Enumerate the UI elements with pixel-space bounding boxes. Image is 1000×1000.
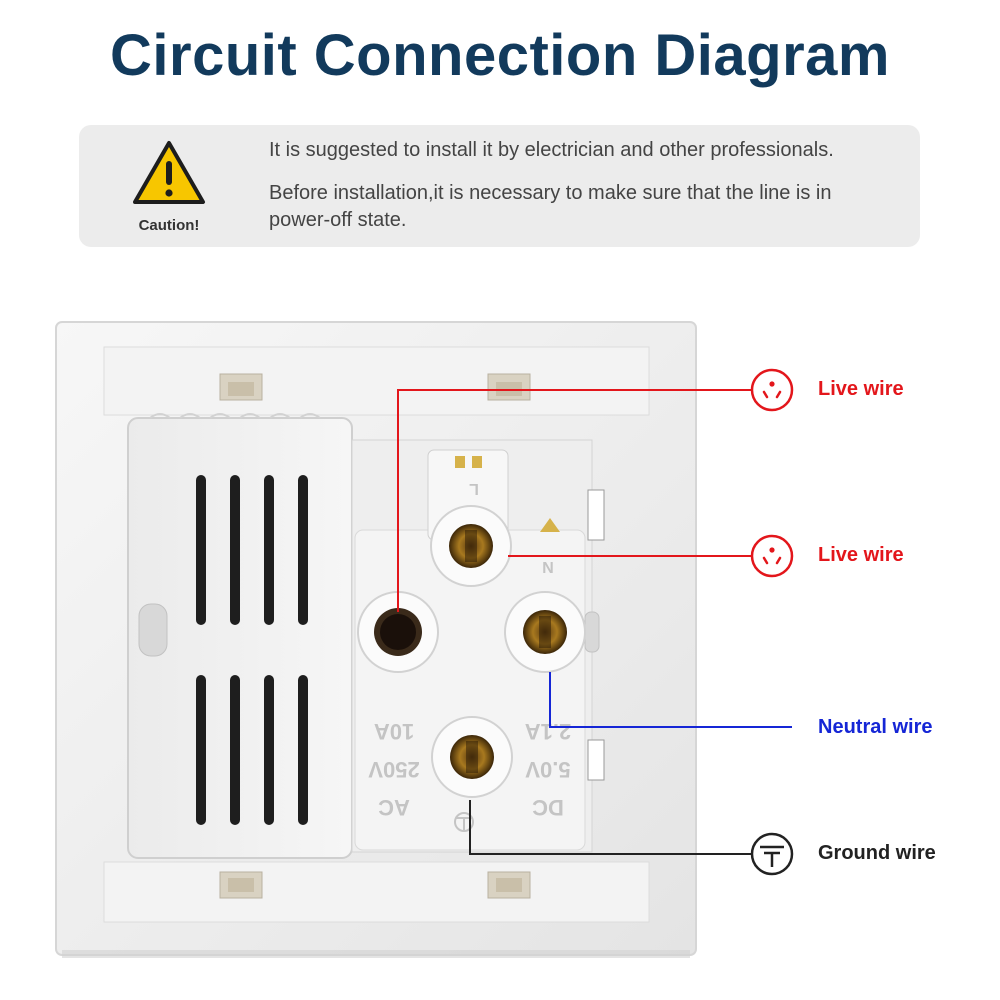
marking-terminal-l: L: [469, 480, 479, 497]
neutral-wire-line: [549, 672, 792, 728]
plug-icon: [750, 368, 794, 412]
mounting-clip-bottom-right: [487, 871, 531, 899]
marking-right-voltage: 5.0V: [525, 757, 571, 782]
terminal-hole-neutral: [504, 591, 586, 673]
marking-right-type: DC: [532, 795, 564, 820]
mounting-clip-bottom-left: [219, 871, 263, 899]
terminal-hole-live-left: [357, 591, 439, 673]
mounting-clip-top-left: [219, 373, 263, 401]
page-title: Circuit Connection Diagram: [110, 23, 890, 88]
caution-text: It is suggested to install it by electri…: [269, 137, 889, 250]
caution-label: Caution!: [138, 217, 200, 234]
live-wire-label-2: Live wire: [818, 544, 904, 566]
terminal-hole-ground: [431, 716, 513, 798]
ground-icon: [750, 832, 794, 876]
marking-terminal-n: N: [542, 558, 554, 575]
terminal-hole-live-top: [430, 505, 512, 587]
mounting-clip-top-right: [487, 373, 531, 401]
live-wire-line-1: [397, 389, 752, 612]
warning-triangle-icon: [133, 141, 205, 204]
plug-icon: [750, 534, 794, 578]
live-wire-label-1: Live wire: [818, 378, 904, 400]
marking-left-rating: 10A: [374, 719, 414, 744]
caution-line-2: Before installation,it is necessary to m…: [269, 182, 832, 231]
caution-box: Caution! It is suggested to install it b…: [79, 125, 920, 247]
marking-right-rating: 2.1A: [525, 719, 572, 744]
marking-left-type: AC: [378, 795, 410, 820]
terminal-markings: L N 10A 250V AC 2.1A 5.0V DC: [368, 480, 571, 820]
caution-line-1: It is suggested to install it by electri…: [269, 139, 834, 161]
usb-module: [127, 413, 353, 859]
vent-slots: [196, 475, 308, 825]
ground-wire-line: [469, 800, 752, 855]
ground-wire-label: Ground wire: [818, 842, 936, 864]
marking-left-voltage: 250V: [368, 757, 420, 782]
neutral-wire-label: Neutral wire: [818, 716, 933, 738]
